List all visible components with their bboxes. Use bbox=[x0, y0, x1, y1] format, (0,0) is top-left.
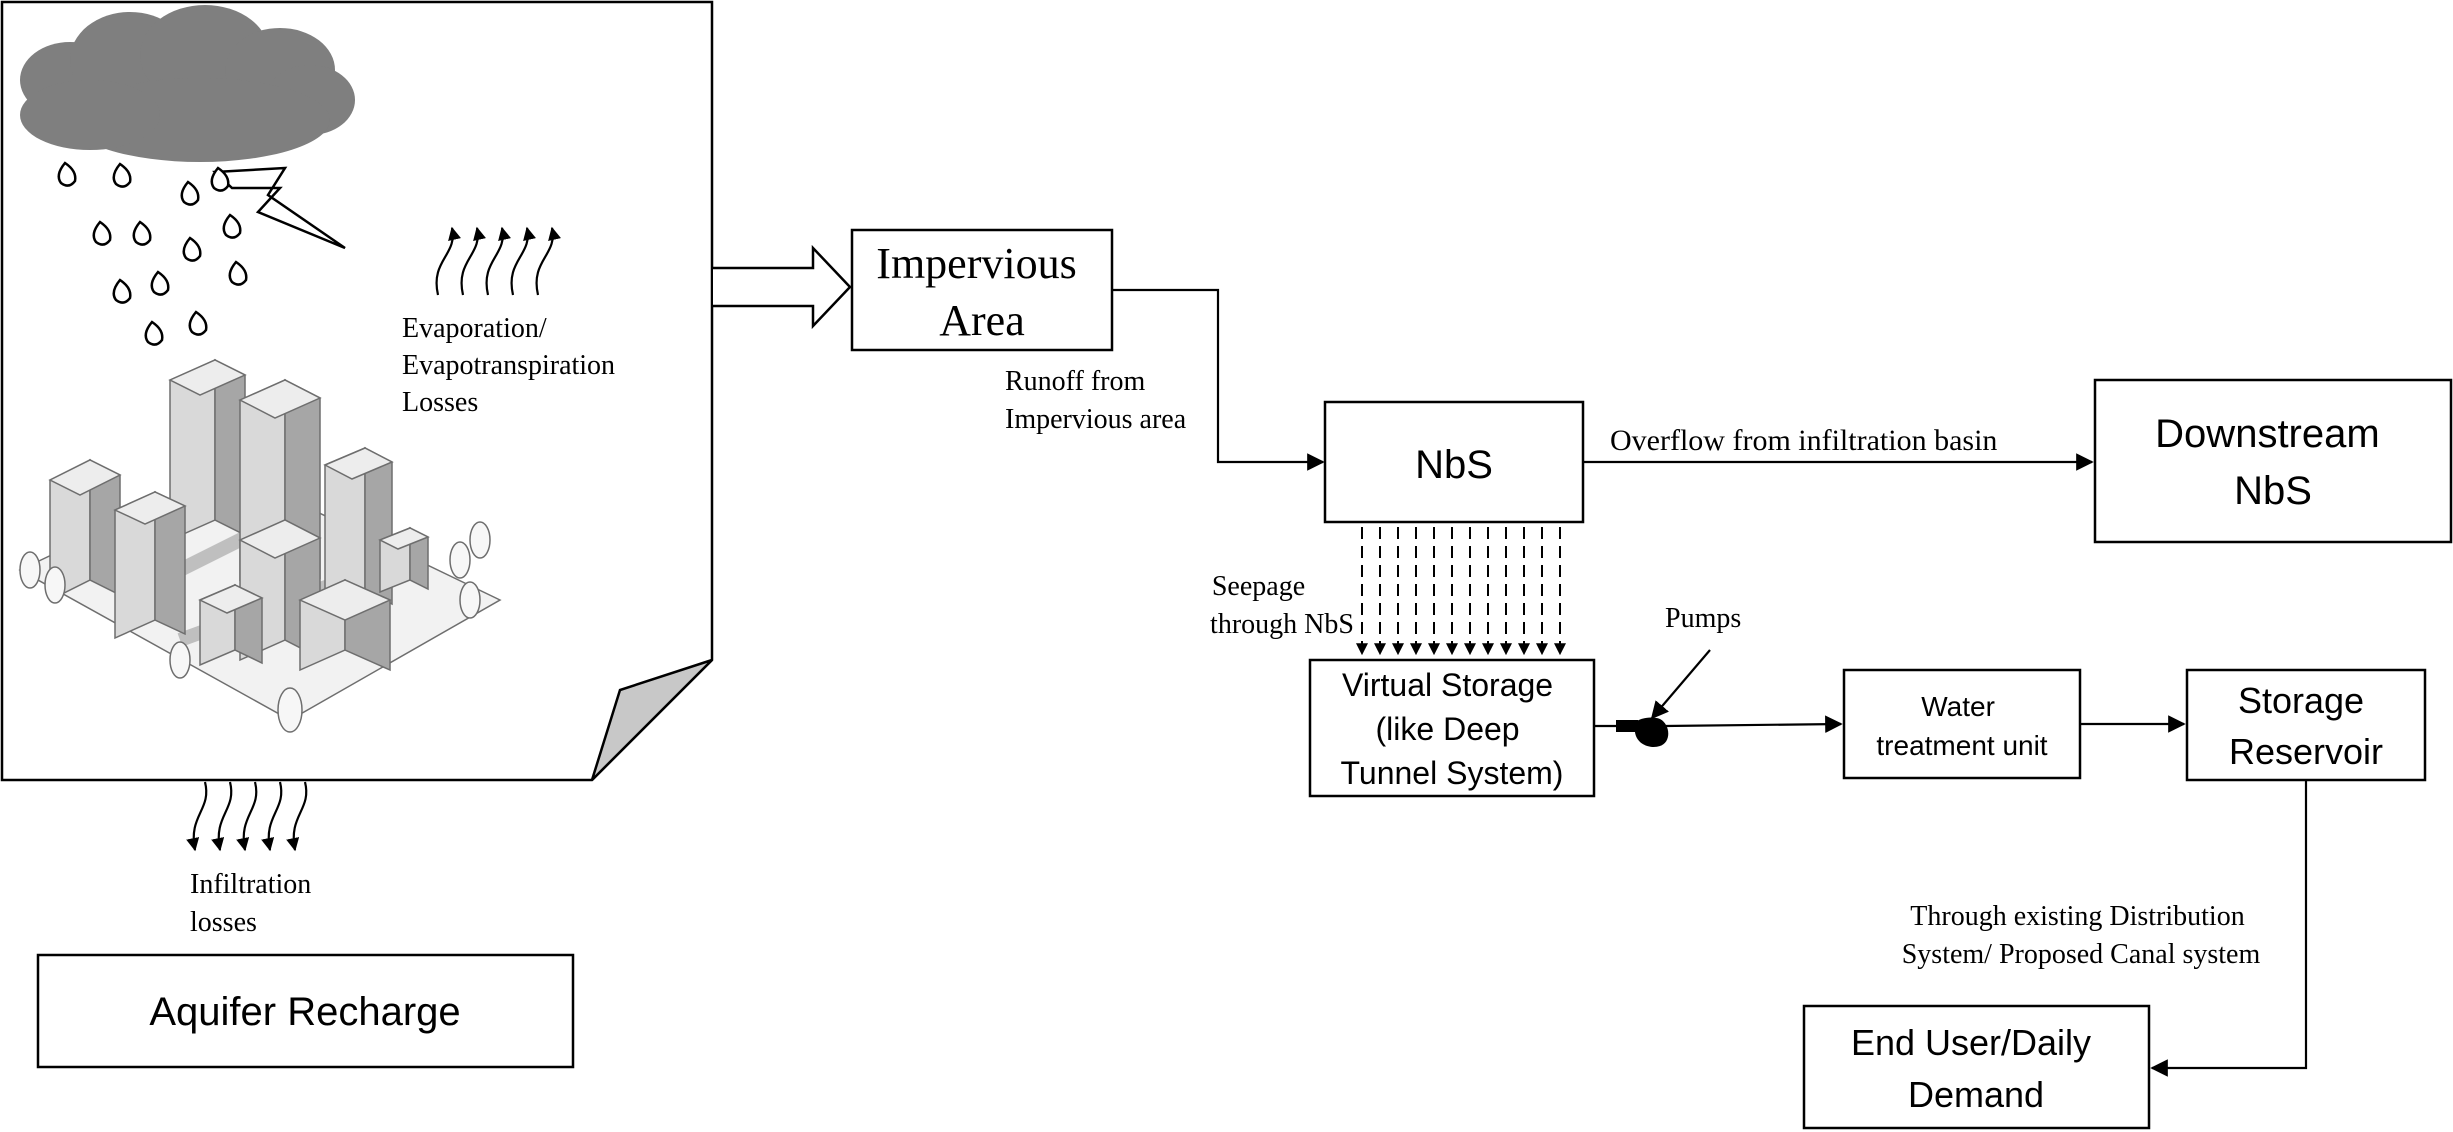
water-treatment-box bbox=[1842, 668, 2082, 780]
downstream-nbs-box bbox=[2093, 378, 2453, 544]
runoff-connector bbox=[1112, 288, 1325, 471]
evaporation-arrows bbox=[435, 226, 562, 296]
distribution-label: Through existing Distribution System/ Pr… bbox=[1902, 901, 2261, 970]
end-user-label: End User/Daily Demand bbox=[1851, 1022, 2101, 1115]
nbs-label: NbS bbox=[1415, 443, 1493, 487]
distribution-connector bbox=[2150, 780, 2308, 1077]
evaporation-label: Evaporation/ Evapotranspiration Losses bbox=[402, 313, 622, 418]
nbs-box bbox=[1323, 400, 1585, 524]
raindrop-icon bbox=[57, 161, 248, 346]
storm-cloud-icon bbox=[20, 5, 355, 162]
pumps-pointer bbox=[1650, 649, 1711, 720]
urban-catchment-panel: Evaporation/ Evapotranspiration Losses bbox=[0, 0, 714, 782]
aquifer-recharge-label: Aquifer Recharge bbox=[149, 990, 460, 1034]
downstream-nbs-label: Downstream NbS bbox=[2155, 412, 2391, 513]
impervious-area-label: Impervious Area bbox=[876, 239, 1087, 345]
pump-icon bbox=[1616, 717, 1669, 747]
block-arrow bbox=[713, 244, 852, 330]
pumps-label: Pumps bbox=[1665, 603, 1741, 634]
water-treatment-label: Water treatment unit bbox=[1876, 691, 2047, 761]
impervious-area-box bbox=[850, 228, 1114, 352]
seepage-arrows bbox=[1356, 527, 1566, 656]
page-fold-corner bbox=[590, 658, 713, 781]
virtual-storage-label: Virtual Storage (like Deep Tunnel System… bbox=[1341, 667, 1564, 791]
lightning-bolt-icon bbox=[212, 166, 346, 250]
storage-reservoir-label: Storage Reservoir bbox=[2229, 680, 2383, 772]
pump-to-treatment-connector bbox=[1664, 715, 1843, 733]
overflow-label: Overflow from infiltration basin bbox=[1610, 424, 1997, 457]
virtual-storage-box bbox=[1308, 658, 1596, 798]
infiltration-arrows bbox=[186, 781, 308, 852]
isometric-city-icon bbox=[18, 358, 502, 733]
infiltration-label: Infiltration losses bbox=[190, 869, 318, 938]
runoff-label: Runoff from Impervious area bbox=[1005, 366, 1187, 435]
aquifer-recharge-box bbox=[36, 953, 575, 1069]
seepage-label: Seepage through NbS bbox=[1210, 571, 1354, 640]
end-user-box bbox=[1802, 1004, 2151, 1130]
